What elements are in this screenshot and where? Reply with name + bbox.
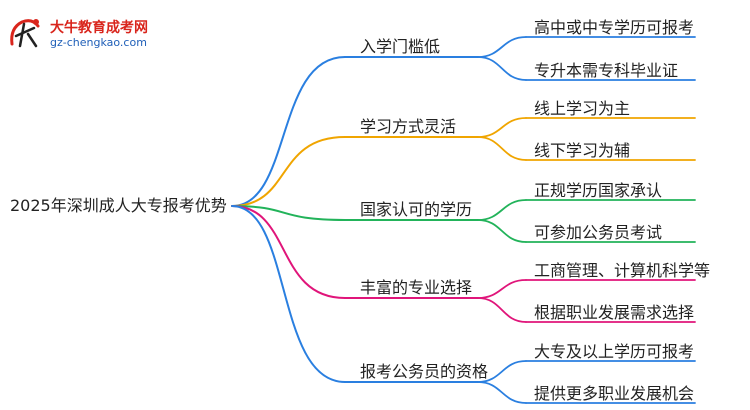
branch-connector xyxy=(231,205,346,221)
logo-name: 大牛教育成考网 xyxy=(50,20,148,36)
logo-url: gz-chengkao.com xyxy=(50,36,147,49)
leaf-label: 高中或中专学历可报考 xyxy=(534,18,695,37)
leaf-connector xyxy=(477,199,527,221)
leaf-label: 线下学习为辅 xyxy=(534,141,631,160)
leaf-connector xyxy=(477,279,527,299)
branch-label: 入学门槛低 xyxy=(360,37,441,56)
leaf-connector xyxy=(477,219,527,243)
branch-label: 丰富的专业选择 xyxy=(360,278,473,297)
leaf-label: 正规学历国家承认 xyxy=(534,181,663,200)
leaf-label: 专升本需专科毕业证 xyxy=(534,61,679,80)
leaf-connector xyxy=(477,381,527,404)
branch-label: 国家认可的学历 xyxy=(360,200,473,219)
leaf-label: 工商管理、计算机科学等 xyxy=(534,261,711,280)
branch-connector xyxy=(231,136,346,207)
site-logo: 大牛教育成考网 gz-chengkao.com xyxy=(6,14,176,54)
root-topic: 2025年深圳成人大专报考优势 xyxy=(10,196,227,215)
leaf-connector xyxy=(477,36,527,58)
leaf-label: 可参加公务员考试 xyxy=(534,223,663,242)
branch-connector xyxy=(231,205,346,299)
branch-label: 报考公务员的资格 xyxy=(360,362,489,381)
leaf-label: 大专及以上学历可报考 xyxy=(534,342,695,361)
leaf-connector xyxy=(477,136,527,161)
leaf-label: 提供更多职业发展机会 xyxy=(534,384,695,403)
branch-label: 学习方式灵活 xyxy=(360,117,457,136)
leaf-label: 根据职业发展需求选择 xyxy=(534,303,695,322)
leaf-connector xyxy=(477,297,527,323)
leaf-label: 线上学习为主 xyxy=(534,99,631,118)
leaf-connector xyxy=(477,56,527,81)
logo-badge-icon xyxy=(10,19,40,48)
leaf-connector xyxy=(477,117,527,138)
branch-connector xyxy=(231,56,346,207)
leaf-connector xyxy=(477,360,527,383)
branch-connector xyxy=(231,205,346,383)
